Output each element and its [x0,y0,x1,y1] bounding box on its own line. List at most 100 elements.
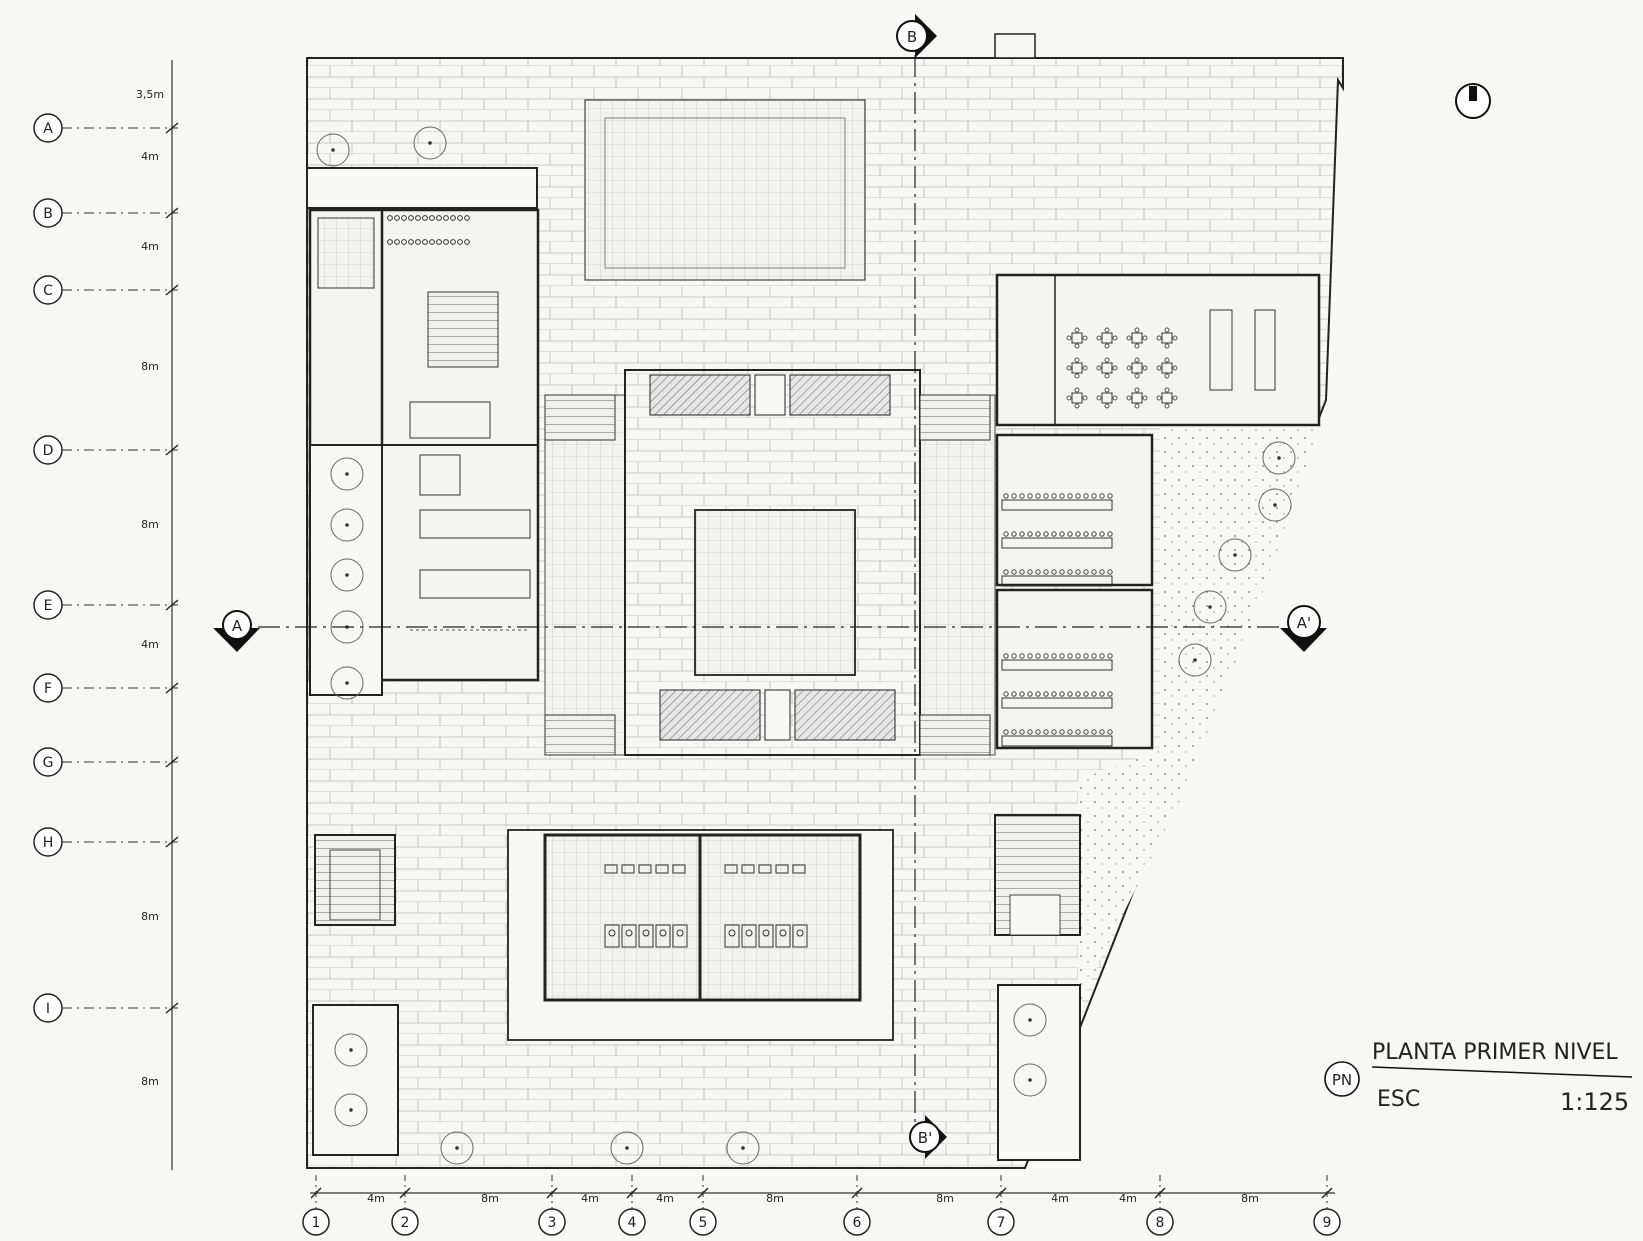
sink-icon [655,864,669,874]
seat-icon [1075,653,1081,659]
row-tick [165,122,179,134]
chair-icon [1164,403,1170,409]
row-tick [165,207,179,219]
seat-icon [464,215,470,221]
table-icon [1131,362,1143,374]
desk-row [1001,537,1113,549]
chair-icon [1142,365,1148,371]
column-tick [697,1187,709,1199]
seat-icon [415,215,421,221]
row-spacing-label: 4m [141,150,159,163]
row-bubble [33,673,63,703]
sink-icon [792,864,806,874]
row-tick [165,756,179,768]
seat-icon [387,239,393,245]
seat-icon [436,215,442,221]
tree-center [1193,658,1197,662]
chair-icon [1156,395,1162,401]
table-icon [1071,392,1083,404]
seat-icon [429,215,435,221]
sink-icon [638,864,652,874]
chair-icon [1066,335,1072,341]
column-label: 7 [997,1215,1006,1231]
seat-icon [1011,729,1017,735]
seat-icon [1003,729,1009,735]
table-icon [1161,332,1173,344]
row-label: C [43,283,53,299]
row-label: A [43,121,53,137]
desk-row [1001,697,1113,709]
toilet-stall [672,924,688,948]
tree-icon [330,508,364,542]
row-label: F [44,681,52,697]
seat-icon [1027,729,1033,735]
column-spacing-label: 4m [581,1192,599,1205]
chair-icon [1082,395,1088,401]
classroom-lower-right [995,588,1154,750]
tree-icon [726,1131,760,1165]
column-tick [851,1187,863,1199]
column-bubble [1146,1208,1174,1236]
column-bubble [618,1208,646,1236]
chair-icon [1172,335,1178,341]
seat-icon [429,239,435,245]
seat-icon [1059,569,1065,575]
seat-icon [450,215,456,221]
chair-icon [1112,395,1118,401]
tree-center [345,573,349,577]
plan-title: PLANTA PRIMER NIVEL [1372,1040,1618,1065]
tree-center [331,148,335,152]
seat-icon [1091,729,1097,735]
row-bubble [33,827,63,857]
classroom-middle-right [995,433,1154,587]
sink-icon [604,864,618,874]
seat-icon [1059,729,1065,735]
seat-icon [1067,569,1073,575]
seat-icon [1043,653,1049,659]
tree-icon [610,1131,644,1165]
row-spacing-label: 4m [141,638,159,651]
row-bubble [33,993,63,1023]
column-tick [626,1187,638,1199]
tree-icon [1013,1003,1047,1037]
column-bubble [987,1208,1015,1236]
row-label: E [44,598,53,614]
chair-icon [1134,343,1140,349]
seat-rows-left [387,215,470,245]
tree-icon [330,558,364,592]
column-label: 3 [548,1215,557,1231]
seat-icon [1067,691,1073,697]
column-bubble [689,1208,717,1236]
seat-icon [1091,493,1097,499]
row-tick [165,599,179,611]
seat-icon [1083,729,1089,735]
chair-icon [1142,395,1148,401]
seat-icon [422,215,428,221]
seat-icon [1075,729,1081,735]
column-spacing-label: 8m [481,1192,499,1205]
tree-center [345,523,349,527]
tree-center [1028,1078,1032,1082]
seat-icon [1075,493,1081,499]
desk-row [1001,499,1113,511]
chair-icon [1104,387,1110,393]
tree-center [1233,553,1237,557]
tree-icon [1258,488,1292,522]
seat-icon [1051,493,1057,499]
tree-icon [1262,441,1296,475]
seat-icon [1003,691,1009,697]
seat-icon [1035,569,1041,575]
toilet-icon [745,929,753,937]
column-label: 1 [312,1215,321,1231]
chair-icon [1082,365,1088,371]
chair-icon [1126,365,1132,371]
toilet-stall [638,924,654,948]
chair-icon [1074,343,1080,349]
seat-icon [1035,729,1041,735]
tree-center [349,1048,353,1052]
seat-icon [1035,531,1041,537]
seat-icon [1011,531,1017,537]
row-bubble [33,435,63,465]
column-bubble [391,1208,419,1236]
